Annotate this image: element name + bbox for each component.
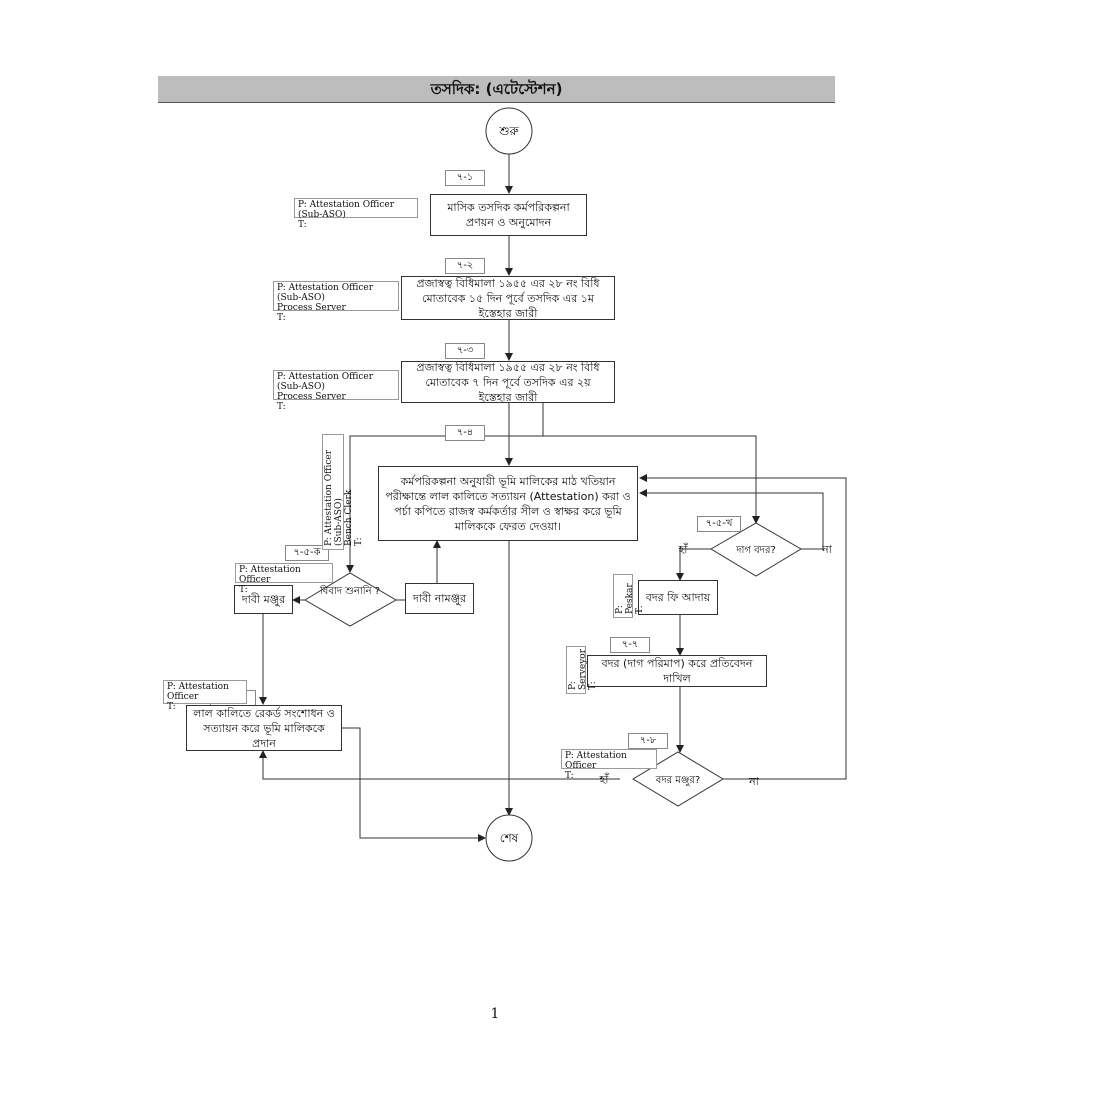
decision-plot-change-shape (710, 522, 802, 577)
header-band (158, 76, 835, 103)
role-label-7-8: P: Attestation Officer T: (561, 749, 657, 781)
branch-no-approved: না (749, 775, 759, 788)
end-node (485, 814, 533, 862)
role-label-7-1: P: Attestation Officer (Sub-ASO) T: (294, 198, 418, 230)
process-first-notice: প্রজাস্বত্ব বিধিমালা ১৯৫৫ এর ২৮ নং বিধি … (401, 276, 615, 320)
step-7-4: ৭-৪ (445, 425, 485, 441)
role-label-7-4: P: Attestation Officer (Sub-ASO) Bench C… (322, 434, 364, 550)
start-label: শুরু (499, 124, 519, 138)
page-number: 1 (490, 1006, 500, 1022)
end-label: শেষ (499, 831, 519, 845)
process-claim-approved: দাবী মঞ্জুর (234, 585, 293, 614)
branch-yes-approved: হাঁ (599, 773, 609, 786)
step-7-5-ka: ৭-৫-ক (285, 545, 329, 561)
page-title: তসদিক: (এটেস্টেশন) (430, 80, 563, 98)
step-7-2: ৭-২ (445, 258, 485, 274)
role-label-surveyor: P: Serveyor T: (566, 646, 598, 694)
role-label-7-3: P: Attestation Officer (Sub-ASO) Process… (273, 370, 399, 412)
decision-dispute-shape (304, 572, 398, 627)
process-plot-measurement: বদর (দাগ পরিমাপ) করে প্রতিবেদন দাখিল (587, 655, 767, 687)
branch-no-plot: না (822, 543, 832, 556)
role-label-7-2: P: Attestation Officer (Sub-ASO) Process… (273, 281, 399, 323)
decision-change-approved-label: বদর মঞ্জুর? (655, 775, 701, 786)
step-7-7: ৭-৭ (610, 637, 650, 653)
process-second-notice: প্রজাস্বত্ব বিধিমালা ১৯৫৫ এর ২৮ নং বিধি … (401, 361, 615, 404)
step-7-8: ৭-৮ (628, 733, 668, 749)
process-fee-collection: বদর ফি আদায় (638, 580, 718, 615)
role-label-peskar: P: Peskar T: (613, 574, 645, 618)
process-monthly-plan: মাসিক তসদিক কর্মপরিকল্পনা প্রণয়ন ও অনুম… (430, 194, 587, 236)
decision-dispute-label: বিবাদ শুনানি ? (319, 586, 381, 597)
step-7-5-kha: ৭-৫-খ (697, 516, 741, 532)
process-record-correction: লাল কালিতে রেকর্ড সংশোধন ও সত্যায়ন করে … (186, 705, 342, 751)
decision-plot-change-label: দাগ বদর? (736, 545, 776, 556)
branch-yes-plot: হাঁ (678, 543, 688, 556)
process-attestation: কর্মপরিকল্পনা অনুযায়ী ভূমি মালিকের মাঠ … (378, 466, 638, 541)
role-label-7-6: P: Attestation Officer T: (163, 680, 247, 712)
start-node (485, 107, 533, 155)
step-7-1: ৭-১ (445, 170, 485, 186)
role-label-7-5-ka: P: Attestation Officer T: (235, 563, 333, 595)
process-claim-rejected: দাবী নামঞ্জুর (405, 583, 474, 614)
step-7-3: ৭-৩ (445, 343, 485, 359)
